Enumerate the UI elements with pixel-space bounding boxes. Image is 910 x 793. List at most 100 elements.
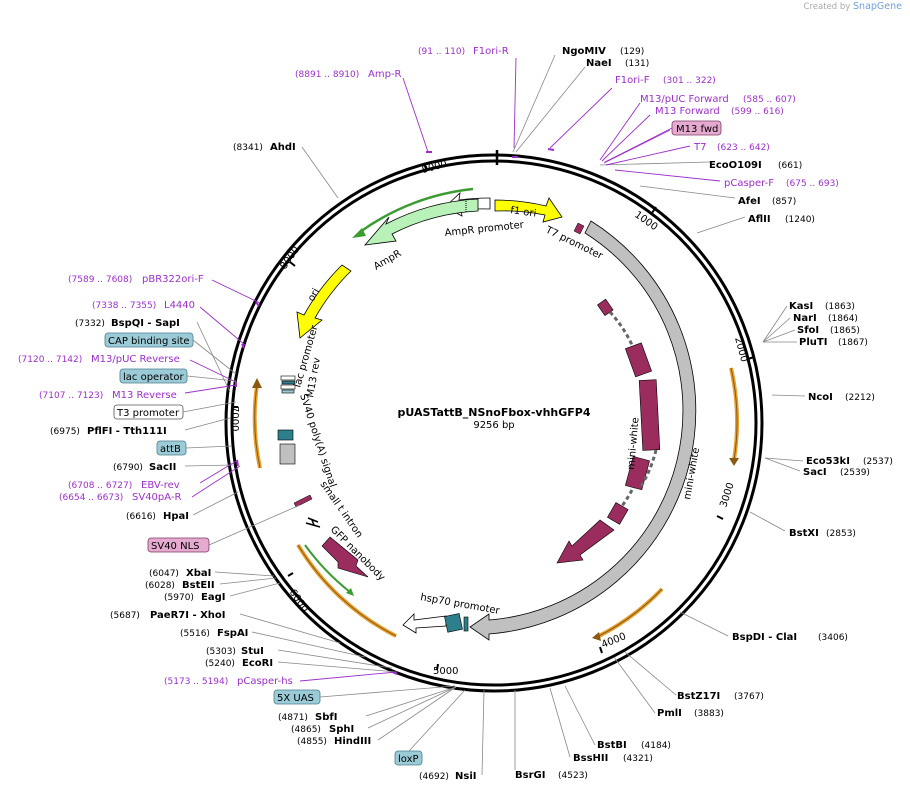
boxed-5x-uas[interactable]: 5X UAS [273, 689, 321, 705]
primer-f1ori-r[interactable]: F1ori-R(91 .. 110) [418, 46, 509, 57]
enzyme-hpai[interactable]: HpaI(6616) [126, 511, 189, 522]
enzyme-sphi[interactable]: SphI(4865) [291, 724, 354, 735]
boxed-attb[interactable]: attB [156, 440, 187, 456]
svg-text:PmlI: PmlI [657, 708, 682, 719]
enzyme-nari[interactable]: NarI (1864) [793, 313, 858, 324]
enzyme-labels: NgoMIV(129) NaeI(131) EcoO109I(661) AfeI… [50, 46, 893, 782]
enzyme-naei[interactable]: NaeI(131) [586, 58, 649, 69]
svg-text:5X UAS: 5X UAS [277, 693, 314, 704]
primer-pcasper-hs[interactable]: pCasper-hs(5173 .. 5194) [164, 676, 293, 687]
svg-text:(6654 .. 6673): (6654 .. 6673) [59, 493, 123, 503]
enzyme-xbai[interactable]: XbaI(6047) [149, 568, 211, 579]
credit-line: Created by SnapGene [804, 1, 902, 12]
gfp-nanobody-feature[interactable] [321, 536, 369, 578]
enzyme-ecoo109i[interactable]: EcoO109I(661) [709, 160, 802, 171]
enzyme-bstz17i[interactable]: BstZ17I(3767) [677, 691, 764, 702]
cap-leader [192, 339, 237, 375]
mini-white-inner-feature[interactable] [556, 298, 661, 564]
boxed-m13-fwd[interactable]: M13 fwd [671, 120, 722, 136]
enzyme-paer7i-xhoi[interactable]: PaeR7I - XhoI(5687) [110, 610, 226, 621]
enzyme-kasi[interactable]: KasI (1863) [789, 301, 855, 312]
attb-feature[interactable] [279, 443, 296, 465]
enzyme-bsshii[interactable]: BssHII(4321) [573, 753, 653, 764]
enzyme-pluti[interactable]: PluTI(1867) [799, 337, 868, 348]
f1-ori-feature[interactable] [494, 197, 563, 223]
enzyme-ngomiv[interactable]: NgoMIV(129) [562, 46, 644, 57]
right-orf-arrow [729, 458, 739, 466]
primer-amp-r[interactable]: Amp-R(8891 .. 8910) [295, 69, 402, 80]
sv40-polya-label: SV40 poly(A) signal [297, 393, 338, 489]
enzyme-bspdi-clai[interactable]: BspDI - ClaI(3406) [732, 632, 848, 643]
enzyme-saci-right[interactable]: SacI(2539) [803, 467, 870, 478]
svg-text:SacII: SacII [149, 462, 176, 473]
svg-text:NarI: NarI [793, 313, 817, 324]
primer-ebv-rev[interactable]: EBV-rev(6708 .. 6727) [68, 480, 180, 491]
svg-text:(623 .. 642): (623 .. 642) [717, 143, 770, 153]
enzyme-afei[interactable]: AfeI(857) [738, 196, 796, 207]
enzyme-aflii[interactable]: AflII(1240) [748, 214, 815, 225]
primer-m13-forward[interactable]: M13 Forward(599 .. 616) [655, 106, 784, 117]
svg-text:(5687): (5687) [110, 611, 140, 621]
enzyme-eagi[interactable]: EagI(5970) [164, 592, 225, 603]
enzyme-nsii[interactable]: NsiI(4692) [419, 771, 476, 782]
enzyme-bstxi[interactable]: BstXI(2853) [789, 528, 856, 539]
primer-m13-reverse[interactable]: M13 Reverse(7107 .. 7123) [39, 390, 177, 401]
primer-l4440[interactable]: L4440(7338 .. 7355) [92, 300, 195, 311]
primer-m13puc-reverse[interactable]: M13/pUC Reverse(7120 .. 7142) [18, 354, 180, 365]
enzyme-sacii[interactable]: SacII(6790) [113, 462, 176, 473]
enzyme-bstbi[interactable]: BstBI(4184) [597, 740, 671, 751]
primer-t7[interactable]: T7 (623 .. 642) [693, 142, 770, 153]
ori-feature[interactable] [296, 264, 352, 339]
enzyme-bspqi-sapi[interactable]: BspQI - SapI(7332) [75, 318, 180, 329]
boxed-lac-operator[interactable]: lac operator [119, 368, 188, 384]
enzyme-hindiii[interactable]: HindIII(4855) [297, 736, 371, 747]
loxp-leader [408, 689, 466, 752]
enzyme-eco53ki[interactable]: Eco53kI(2537) [806, 456, 893, 467]
right-orf-core [730, 367, 738, 461]
mini-white-outer-feature[interactable] [469, 220, 697, 641]
enzyme-sbfi[interactable]: SbfI(4871) [278, 712, 337, 723]
svg-text:SfoI: SfoI [797, 325, 819, 336]
enzyme-ahdi[interactable]: AhdI(8341) [233, 142, 296, 153]
sv40-polya-feature[interactable] [277, 429, 294, 441]
svg-text:(1240): (1240) [785, 215, 815, 225]
svg-text:KasI: KasI [789, 301, 813, 312]
primer-pcasper-f[interactable]: pCasper-F(675 .. 693) [724, 178, 839, 189]
boxed-cap-binding-site[interactable]: CAP binding site [104, 332, 194, 348]
boxed-loxp[interactable]: loxP [394, 750, 423, 766]
svg-text:(5303): (5303) [206, 647, 236, 657]
svg-text:(4184): (4184) [641, 741, 671, 751]
svg-text:StuI: StuI [241, 646, 264, 657]
ampr-feature[interactable] [364, 198, 479, 246]
lower-left-orf-green [304, 544, 351, 593]
svg-text:(1863): (1863) [825, 302, 855, 312]
svg-text:(3767): (3767) [734, 692, 764, 702]
svg-text:T7: T7 [693, 142, 706, 153]
enzyme-stui[interactable]: StuI (5303) [206, 646, 264, 657]
primer-pbr322ori-f[interactable]: pBR322ori-F(7589 .. 7608) [68, 274, 204, 285]
svg-text:(1864): (1864) [828, 314, 858, 324]
enzyme-pflfi-tth111i[interactable]: PflFI - Tth111I(6975) [50, 426, 167, 437]
svg-text:(301 .. 322): (301 .. 322) [663, 76, 716, 86]
hsp70-promoter-feature[interactable] [402, 613, 447, 634]
svg-text:HpaI: HpaI [163, 511, 189, 522]
svg-text:(599 .. 616): (599 .. 616) [731, 107, 784, 117]
boxed-sv40-nls[interactable]: SV40 NLS [147, 537, 210, 553]
enzyme-ncoi[interactable]: NcoI(2212) [808, 392, 875, 403]
enzyme-bsrgi[interactable]: BsrGI(4523) [515, 770, 588, 781]
svg-text:SacI: SacI [803, 467, 827, 478]
primer-m13puc-forward[interactable]: M13/pUC Forward(585 .. 607) [640, 94, 796, 105]
primer-sv40pa-r[interactable]: SV40pA-R(6654 .. 6673) [59, 492, 181, 503]
svg-text:M13/pUC Forward: M13/pUC Forward [640, 94, 729, 105]
enzyme-pmli[interactable]: PmlI(3883) [657, 708, 724, 719]
enzyme-ecori[interactable]: EcoRI(5240) [205, 658, 273, 669]
enzyme-bsteii[interactable]: BstEII(6028) [145, 580, 215, 591]
enzyme-sfoi[interactable]: SfoI(1865) [797, 325, 860, 336]
primer-f1ori-f[interactable]: F1ori-F(301 .. 322) [615, 75, 716, 86]
svg-text:HindIII: HindIII [334, 736, 371, 747]
plasmid-name: pUASTattB_NSnoFbox-vhhGFP4 [397, 406, 590, 419]
snapgene-brand[interactable]: SnapGene [853, 1, 902, 12]
boxed-t3-promoter[interactable]: T3 promoter [113, 404, 184, 420]
enzyme-fspai[interactable]: FspAI(5516) [180, 628, 248, 639]
svg-text:pCasper-hs: pCasper-hs [237, 676, 293, 687]
